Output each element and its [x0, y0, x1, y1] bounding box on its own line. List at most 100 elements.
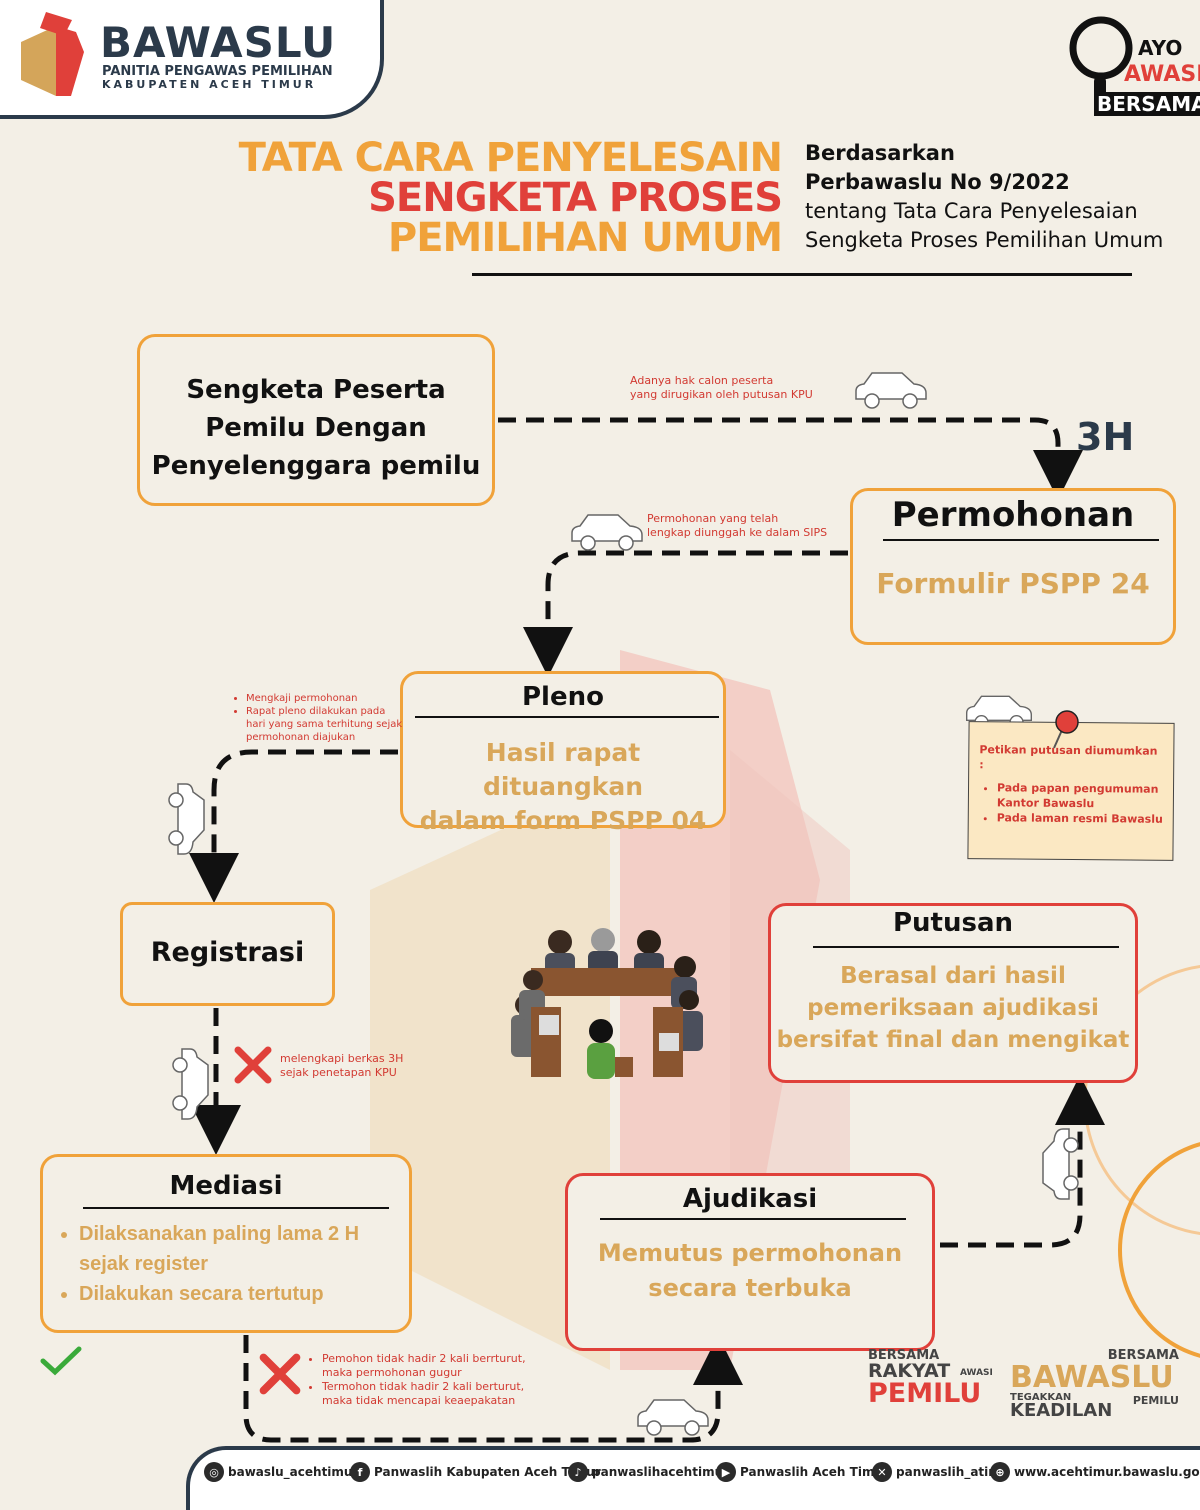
permohonan-box: Permohonan Formulir PSPP 24 [850, 488, 1176, 645]
footer-tiktok-label: panwaslihacehtimur [592, 1465, 730, 1479]
footer-x-label: panwaslih_atim [896, 1465, 1001, 1479]
logo-title: BAWASLU [100, 18, 337, 67]
footer-facebook-label: Panwaslih Kabupaten Aceh Timur [374, 1465, 601, 1479]
note-mediasi-item-2: Termohon tidak hadir 2 kali berturut, ma… [322, 1380, 526, 1408]
slogan-2-a: BERSAMA [1107, 1348, 1179, 1363]
note-mediasi-item-1-line-2: maka permohonan gugur [322, 1366, 462, 1379]
mediasi-item-1-line-1: Dilaksanakan paling lama 2 H [79, 1223, 360, 1245]
basis-line-3: tentang Tata Cara Penyelesaian [805, 199, 1138, 223]
car-icon [1042, 1128, 1079, 1200]
tiktok-icon: ♪ [568, 1462, 588, 1482]
title-divider [472, 273, 1132, 276]
permohonan-title: Permohonan [891, 495, 1135, 535]
note-registrasi: melengkapi berkas 3H sejak penetapan KPU [280, 1052, 403, 1080]
note-mediasi-item-2-line-1: Termohon tidak hadir 2 kali berturut, [322, 1380, 525, 1393]
putusan-body-line-1: Berasal dari hasil [840, 963, 1066, 989]
footer-tiktok[interactable]: ♪ panwaslihacehtimur [568, 1462, 729, 1482]
car-icon [571, 514, 643, 551]
mediasi-rule [83, 1207, 389, 1209]
courtroom-illustration [511, 928, 703, 1079]
note-pleno: Mengkaji permohonan Rapat pleno dilakuka… [234, 692, 402, 744]
putusan-body-line-3: bersifat final dan mengikat [776, 1027, 1130, 1053]
ajudikasi-body-line-1: Memutus permohonan [597, 1239, 903, 1267]
ajudikasi-body: Memutus permohonan secara terbuka [568, 1236, 932, 1306]
footer-facebook[interactable]: f Panwaslih Kabupaten Aceh Timur [350, 1462, 601, 1482]
car-icon [855, 372, 927, 409]
globe-icon: ⊕ [990, 1462, 1010, 1482]
start-box-text: Sengketa Peserta Pemilu Dengan Penyeleng… [140, 371, 492, 485]
note-start-line-1: Adanya hak calon peserta [630, 374, 774, 387]
cross-icon [234, 1046, 272, 1084]
note-pleno-item-2-line-1: Rapat pleno dilakukan pada [246, 706, 386, 717]
slogan-1-b: RAKYAT [868, 1360, 951, 1382]
slogan-1-c: AWASI [960, 1368, 993, 1378]
note-pleno-item-2: Rapat pleno dilakukan pada hari yang sam… [246, 705, 402, 744]
sticky-item-1: Pada papan pengumuman Kantor Bawaslu [997, 780, 1165, 811]
registrasi-box: Registrasi [120, 902, 335, 1006]
note-mediasi: Pemohon tidak hadir 2 kali berrturut, ma… [310, 1352, 526, 1408]
mediasi-list: Dilaksanakan paling lama 2 H sejak regis… [43, 1219, 359, 1309]
sticky-item-2: Pada laman resmi Bawaslu [997, 810, 1165, 826]
note-registrasi-line-2: sejak penetapan KPU [280, 1066, 397, 1079]
pleno-box: Pleno Hasil rapat dituangkan dalam form … [400, 671, 726, 835]
footer-youtube[interactable]: ▶ Panwaslih Aceh Timur [716, 1462, 889, 1482]
pleno-body-line-2: dalam form PSPP 04 [419, 806, 707, 835]
footer-instagram-label: bawaslu_acehtimur [228, 1465, 359, 1479]
title-line-3: PEMILIHAN UMUM [387, 215, 783, 261]
slogan-2-c: TEGAKKAN [1010, 1392, 1072, 1403]
logo-subtitle-2: KABUPATEN ACEH TIMUR [102, 78, 317, 91]
sticky-item-1-line-1: Pada papan pengumuman [996, 781, 1159, 796]
pleno-body: Hasil rapat dituangkan dalam form PSPP 0… [403, 736, 723, 838]
slogan-tegakkan-keadilan: BERSAMA BAWASLU TEGAKKAN PEMILU KEADILAN [1008, 1348, 1183, 1421]
basis-line-2: Perbawaslu No 9/2022 [805, 170, 1070, 194]
ajudikasi-rule [600, 1218, 906, 1220]
car-icon [172, 1048, 209, 1120]
start-line-1: Sengketa Peserta [186, 375, 446, 405]
ajudikasi-body-line-2: secara terbuka [648, 1274, 852, 1302]
car-icon [637, 1399, 709, 1436]
ayo-awasi-badge: AYO AWASI BERSAMA [1066, 10, 1200, 128]
start-line-3: Penyelenggara pemilu [151, 451, 481, 481]
facebook-icon: f [350, 1462, 370, 1482]
title-line-2: SENGKETA PROSES [368, 175, 783, 221]
footer-web[interactable]: ⊕ www.acehtimur.bawaslu.go.id [990, 1462, 1200, 1482]
footer-instagram[interactable]: ◎ bawaslu_acehtimur [204, 1462, 358, 1482]
start-box: Sengketa Peserta Pemilu Dengan Penyeleng… [137, 334, 495, 506]
slogan-rakyat-awasi: BERSAMA RAKYAT AWASI PEMILU [868, 1348, 1003, 1410]
sticky-item-1-line-2: Kantor Bawaslu [996, 796, 1095, 811]
basis-line-1: Berdasarkan [805, 141, 955, 165]
note-pleno-item-2-line-3: permohonan diajukan [246, 732, 356, 743]
putusan-body: Berasal dari hasil pemeriksaan ajudikasi… [771, 960, 1135, 1056]
note-mediasi-item-2-line-2: maka tidak mencapai keaepakatan [322, 1394, 516, 1407]
cross-icon [259, 1353, 301, 1395]
mediasi-item-1: Dilaksanakan paling lama 2 H sejak regis… [79, 1219, 359, 1279]
ajudikasi-title: Ajudikasi [682, 1184, 818, 1214]
footer-web-label: www.acehtimur.bawaslu.go.id [1014, 1465, 1200, 1479]
footer-youtube-label: Panwaslih Aceh Timur [740, 1465, 889, 1479]
note-start-line-2: yang dirugikan oleh putusan KPU [630, 388, 813, 401]
deadline-label: 3H [1076, 415, 1135, 459]
car-icon [168, 783, 205, 855]
footer-x[interactable]: ✕ panwaslih_atim [872, 1462, 1001, 1482]
x-icon: ✕ [872, 1462, 892, 1482]
slogan-2-e: KEADILAN [1010, 1400, 1113, 1421]
putusan-box: Putusan Berasal dari hasil pemeriksaan a… [768, 903, 1138, 1083]
pleno-rule [415, 716, 719, 718]
pleno-body-line-1: Hasil rapat dituangkan [482, 738, 644, 801]
mediasi-title: Mediasi [169, 1171, 283, 1201]
slogan-1-d: PEMILU [868, 1378, 982, 1409]
bawaslu-logo-icon [21, 12, 84, 96]
note-start: Adanya hak calon peserta yang dirugikan … [630, 374, 813, 402]
note-pleno-item-1: Mengkaji permohonan [246, 692, 402, 705]
start-line-2: Pemilu Dengan [205, 413, 427, 443]
permohonan-body: Formulir PSPP 24 [876, 567, 1150, 600]
mediasi-item-2: Dilakukan secara tertutup [79, 1279, 359, 1309]
basis-text: Berdasarkan Perbawaslu No 9/2022 tentang… [805, 139, 1163, 255]
badge-line-3: BERSAMA [1094, 92, 1200, 116]
putusan-rule [813, 946, 1119, 948]
note-pleno-item-2-line-2: hari yang sama terhitung sejak [246, 719, 403, 730]
youtube-icon: ▶ [716, 1462, 736, 1482]
permohonan-rule [883, 539, 1159, 541]
ajudikasi-box: Ajudikasi Memutus permohonan secara terb… [565, 1173, 935, 1351]
